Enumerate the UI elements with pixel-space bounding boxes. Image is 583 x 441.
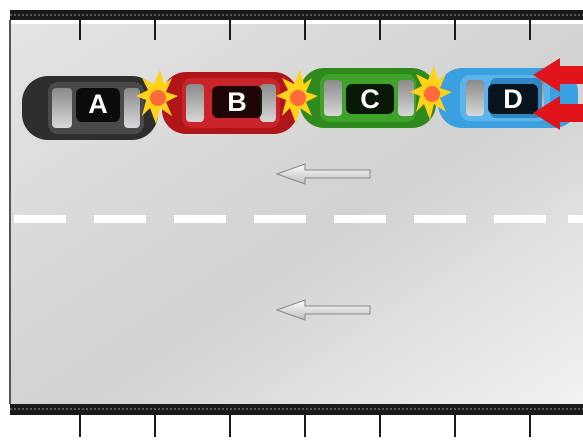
collision-burst-icon <box>136 70 178 124</box>
bottom-guardrail <box>10 404 583 437</box>
car-b-label: B <box>227 87 247 117</box>
rear-push-arrow-icon <box>533 58 583 92</box>
car-d-label: D <box>503 84 523 114</box>
travel-direction-arrow-icon <box>275 299 371 321</box>
car-c: C <box>300 68 436 128</box>
car-c-label: C <box>360 84 380 114</box>
car-a: A <box>22 76 158 140</box>
rear-push-arrow-icon <box>533 96 583 130</box>
car-b: B <box>162 72 298 134</box>
top-guardrail <box>10 10 583 40</box>
collision-burst-icon <box>410 66 452 120</box>
collision-burst-icon <box>276 70 318 124</box>
travel-direction-arrow-icon <box>275 163 371 185</box>
lane-divider <box>14 215 583 223</box>
car-a-label: A <box>88 89 108 119</box>
